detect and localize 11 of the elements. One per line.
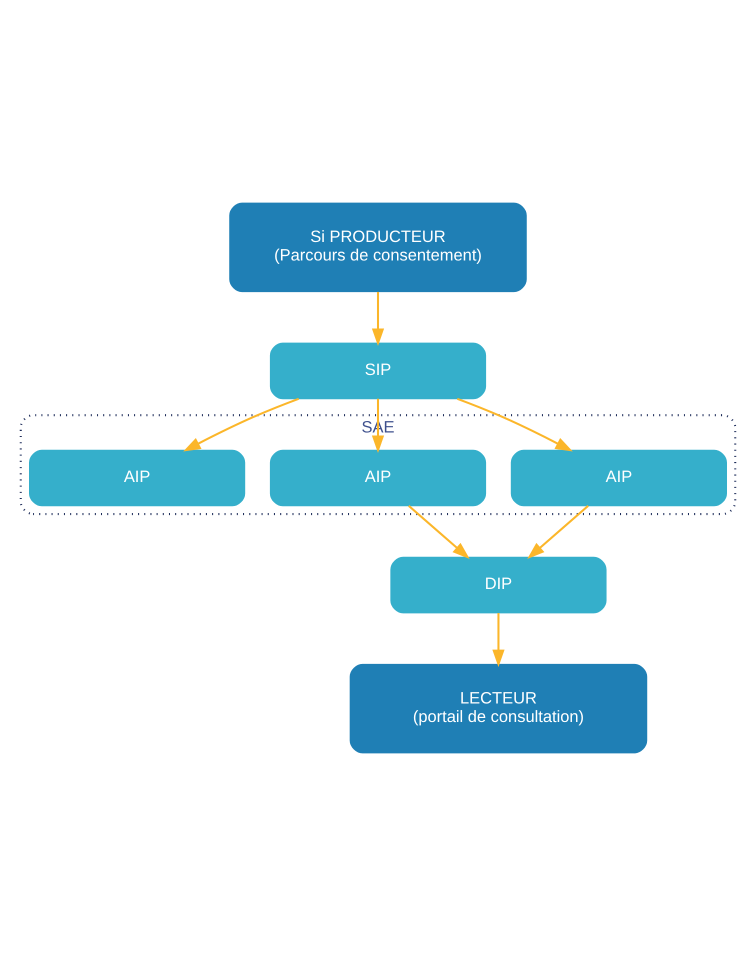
node-box: Si PRODUCTEUR (Parcours de consentement) [229, 202, 527, 292]
node-box: AIP [510, 449, 727, 506]
arrow [372, 291, 384, 346]
node-box: DIP [390, 556, 607, 613]
arrow [183, 397, 300, 452]
arrow [456, 397, 573, 452]
arrow [492, 612, 505, 667]
node-box: AIP [29, 449, 246, 506]
node-box: LECTEUR (portail de consultation) [350, 663, 648, 753]
node-box: AIP [270, 449, 486, 506]
node-box: SIP [270, 342, 486, 399]
